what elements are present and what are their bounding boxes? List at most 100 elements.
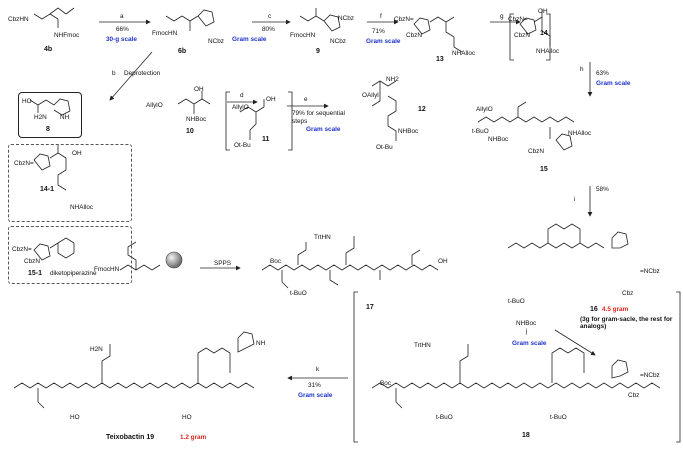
group-nhboc-10: NHBoc (186, 116, 207, 123)
step-j: j (526, 328, 528, 335)
group-otbu-11: Ot-Bu (234, 142, 251, 149)
structure-6b (165, 9, 215, 31)
structure-16 (507, 223, 629, 249)
compound-label-15-1: 15-1 (28, 270, 43, 277)
group-oh-11: OH (266, 96, 276, 103)
group-ncbz-9: NCbz (338, 15, 354, 22)
compound-label-18: 18 (522, 432, 530, 439)
compound-label-9: 9 (316, 48, 320, 55)
compound-14-1-box (8, 144, 132, 222)
group-h2n-8: H2N (34, 114, 47, 121)
compound-label-16: 16 (590, 306, 598, 313)
step-spps: SPPS (214, 260, 232, 267)
step-k-scale: Gram scale (298, 392, 333, 399)
compound-label-12: 12 (418, 106, 426, 113)
group-ho-19: HO (70, 414, 80, 421)
group-cbz-16: Cbz (622, 290, 634, 297)
group-nh-8: NH (60, 114, 70, 121)
compound-label-4b: 4b (44, 46, 53, 53)
compound-16-amount: 4.5 gram (602, 306, 629, 313)
group-tbuo-16: t-BuO (508, 298, 525, 305)
group-fmochn-9: FmocHN (290, 32, 316, 39)
group-trthn-18: TrtHN (414, 342, 431, 349)
compound-label-13: 13 (436, 56, 444, 63)
step-h-yield: 63% (596, 70, 609, 77)
group-allylo-15: AllylO (476, 106, 493, 113)
group-cbzhn: CbzHN (8, 16, 29, 23)
group-nhalloc-14: NHAlloc (536, 48, 560, 55)
group-nh2-12: NH2 (386, 76, 399, 83)
group-boc-17: Boc (270, 258, 282, 265)
group-nhboc-12: NHBoc (398, 128, 419, 135)
group-tbuo-18: t-BuO (436, 414, 453, 421)
structure-4b (33, 7, 75, 28)
compound-label-8: 8 (46, 126, 50, 133)
group-fmochn-resin: FmocHN (94, 266, 120, 273)
compound-label-14-1: 14-1 (40, 186, 55, 193)
group-tbuo-17: t-BuO (290, 290, 307, 297)
bracket-18-right (676, 291, 681, 443)
step-h: h (580, 66, 584, 73)
group-tbuo-18b: t-BuO (550, 414, 567, 421)
structure-15-1 (33, 237, 75, 261)
group-allylo-11: AllylO (232, 104, 249, 111)
step-b-label: Deprotection (124, 70, 161, 77)
group-nhboc-15: NHBoc (488, 136, 509, 143)
step-c-scale: Gram scale (232, 36, 267, 43)
step-h-scale: Gram scale (596, 80, 631, 87)
compound-16-note: (3g for gram-sacle, the rest for analogs… (580, 316, 673, 330)
group-cbzn-14-1: CbzN= (14, 160, 34, 167)
step-g: g (500, 13, 504, 20)
step-f: f (380, 13, 382, 20)
step-e-scale: Gram scale (306, 126, 341, 133)
group-cbzn-13: CbzN= (394, 16, 414, 23)
bracket-11-left (225, 91, 230, 151)
group-cbzn-14: CbzN= (508, 16, 528, 23)
compound-15-1-box (8, 226, 132, 284)
group-ncbz-18: =NCbz (640, 372, 660, 379)
group-ncbz-16: =NCbz (640, 268, 660, 275)
group-oallyl-12: OAllyl (362, 92, 379, 99)
step-k: k (316, 366, 320, 373)
group-cbzn-15-1: CbzN= (12, 246, 32, 253)
structure-11 (239, 99, 265, 140)
group-nhboc-16: NHBoc (516, 320, 537, 327)
structure-14-1 (33, 145, 67, 191)
step-e-yield2: steps (292, 118, 308, 125)
group-oh-14-1: OH (72, 150, 82, 157)
step-d: d (240, 92, 244, 99)
compound-15-1-desc: diketopiperazine (50, 270, 97, 277)
arrow-j (554, 329, 596, 356)
group-oh-17: OH (438, 258, 448, 265)
group-fmochn: FmocHN (152, 30, 178, 37)
structure-8 (29, 98, 71, 116)
structure-teixobactin-19 (13, 331, 255, 409)
compound-label-17: 17 (366, 304, 374, 311)
group-boc-18: Boc (380, 380, 392, 387)
group-allylo-10: AllylO (146, 102, 163, 109)
compound-label-15: 15 (540, 166, 548, 173)
group-nh-19: NH (256, 340, 266, 347)
step-f-scale: Gram scale (366, 38, 401, 45)
step-a-scale: 30-g scale (106, 36, 137, 43)
structure-9 (299, 8, 341, 32)
structure-10 (177, 91, 211, 114)
step-c: c (268, 13, 272, 20)
group-nhalloc-14-1: NHAlloc (70, 204, 94, 211)
structure-12 (371, 80, 397, 141)
step-i-yield: 58% (596, 186, 609, 193)
structure-15 (477, 101, 575, 151)
compound-label-14: 14 (540, 30, 548, 37)
step-b: b (112, 70, 116, 77)
bracket-11-right (288, 91, 293, 151)
structure-13 (413, 16, 463, 53)
structure-resin-ile (119, 241, 161, 271)
step-f-yield: 71% (372, 28, 385, 35)
step-c-yield: 80% (262, 26, 275, 33)
compound-label-10: 10 (186, 128, 194, 135)
group-oh-10: OH (194, 86, 204, 93)
step-j-scale: Gram scale (512, 340, 547, 347)
group-ho-19b: HO (182, 414, 192, 421)
